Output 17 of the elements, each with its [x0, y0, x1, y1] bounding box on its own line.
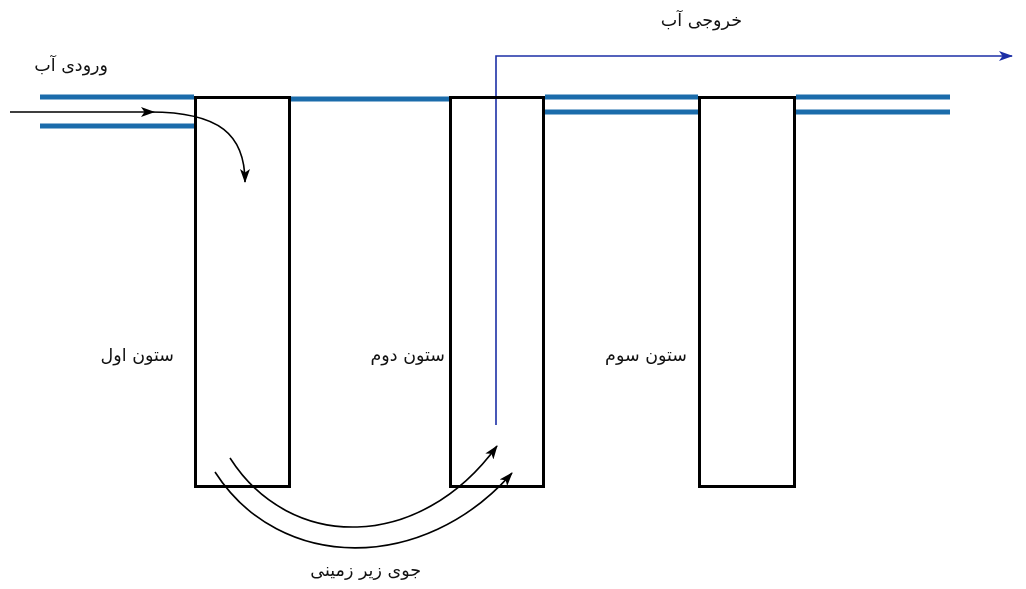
- inlet-label: ورودی آب: [34, 55, 108, 76]
- flow-arrow: [9, 107, 250, 183]
- water-pipe: [545, 109, 698, 115]
- shaft-label: ستون دوم: [370, 345, 445, 366]
- water-pipe: [545, 94, 698, 100]
- flow-arrow: [229, 445, 498, 528]
- water-pipe: [40, 94, 194, 100]
- shaft-label: ستون اول: [100, 345, 174, 366]
- channel-label: جوی زیر زمینی: [310, 560, 421, 581]
- water-pipe: [40, 123, 194, 129]
- water-pipe: [796, 109, 950, 115]
- flow-arrow: [495, 51, 1013, 426]
- outlet-label: خروجی آب: [660, 10, 742, 31]
- water-pipe: [291, 96, 449, 102]
- flow-arrow: [214, 471, 513, 549]
- shaft-label: ستون سوم: [605, 345, 687, 366]
- water-pipe: [796, 94, 950, 100]
